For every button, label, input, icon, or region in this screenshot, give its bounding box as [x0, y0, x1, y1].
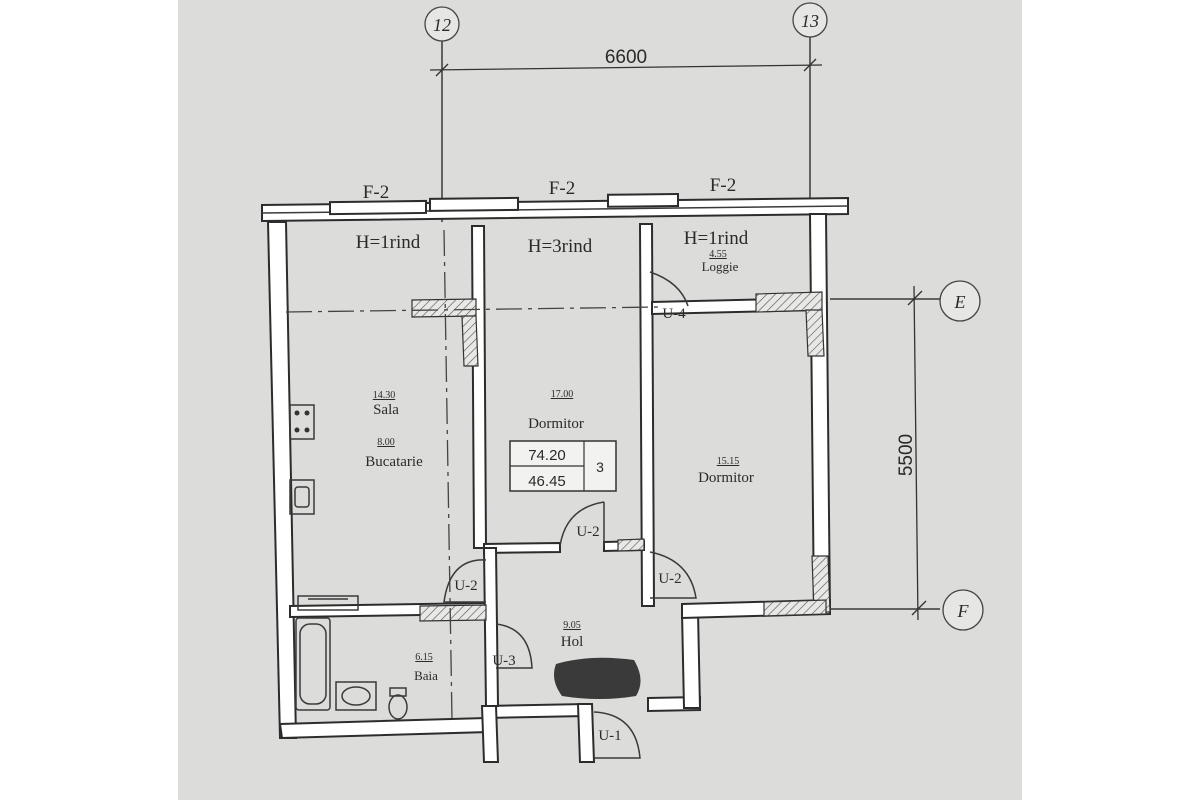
loggie-name: Loggie	[702, 259, 739, 274]
stove-icon	[289, 404, 315, 440]
bath-right-wall	[482, 547, 500, 707]
column-hatch-7	[419, 604, 487, 622]
column-hatch-4	[805, 309, 825, 357]
column-hatch-2	[461, 315, 479, 367]
axis-12-dash	[443, 229, 453, 721]
wall-dormitor-dormitor	[638, 223, 656, 607]
right-dimension-text: 5500	[896, 434, 917, 476]
axis-bubble-12: 12	[424, 6, 460, 42]
door-swing-sala	[443, 559, 487, 603]
column-hatch-8	[617, 538, 645, 552]
dormitor2-name: Dormitor	[698, 470, 754, 486]
baia-area: 6.15	[415, 652, 433, 663]
window-label-middle: F-2	[549, 178, 575, 199]
bucatarie-name: Bucatarie	[365, 454, 423, 470]
bucatarie-area: 8.00	[377, 437, 395, 448]
hall-right-wall	[680, 611, 702, 709]
dormitor2-area: 15.15	[717, 456, 740, 467]
summary-rooms-count: 3	[596, 459, 604, 475]
door-swing-baia	[495, 623, 533, 669]
door-u2-sala: U-2	[454, 578, 477, 594]
top-wall	[261, 192, 849, 223]
door-swing-dormitor1	[559, 501, 605, 547]
column-hatch-3	[755, 291, 823, 313]
axis-bubble-13: 13	[792, 2, 828, 38]
axis-bubble-f: F	[942, 589, 984, 631]
dormitor1-area: 17.00	[551, 389, 574, 400]
entrance-wall-right	[576, 703, 596, 763]
column-hatch-5	[811, 555, 831, 613]
dormitor1-name: Dormitor	[528, 416, 584, 432]
axis-label-e: E	[954, 292, 966, 312]
wall-sala-dormitor	[470, 225, 488, 549]
hol-area: 9.05	[563, 620, 581, 631]
entrance-wall-left	[480, 705, 500, 763]
height-label-middle: H=3rind	[528, 236, 593, 257]
washing-machine-icon	[297, 595, 359, 611]
sala-name: Sala	[373, 402, 399, 418]
window-label-left: F-2	[363, 182, 389, 203]
summary-box: 74.20 46.45 3	[509, 440, 617, 492]
height-label-right: H=1rind	[684, 228, 749, 249]
bottom-wall-left	[278, 716, 490, 740]
axis-label-12: 12	[433, 15, 451, 35]
door-swing-dormitor2	[649, 551, 697, 599]
axis-label-13: 13	[801, 11, 819, 31]
axis-label-f: F	[957, 601, 970, 621]
toilet-icon	[388, 687, 408, 720]
summary-living-area: 46.45	[528, 473, 566, 490]
kitchen-sink-icon	[289, 479, 315, 515]
hol-name: Hol	[561, 634, 584, 650]
column-hatch-1	[411, 298, 477, 318]
door-u3: U-3	[492, 653, 515, 669]
bottom-wall-middle	[485, 702, 587, 720]
top-dimension-text: 6600	[605, 47, 647, 68]
door-u4: U-4	[662, 306, 686, 322]
loggie-door-swing	[649, 271, 689, 307]
height-label-left: H=1rind	[356, 232, 421, 253]
redaction-blob	[554, 657, 641, 699]
sala-area: 14.30	[373, 390, 396, 401]
window-label-right: F-2	[710, 175, 736, 196]
door-u1: U-1	[598, 728, 621, 744]
bathtub-icon	[295, 617, 331, 711]
door-u2-dormitor: U-2	[576, 524, 599, 540]
summary-total-area: 74.20	[528, 447, 566, 464]
door-u2-dormitor2: U-2	[658, 571, 681, 587]
loggie-area: 4.55	[709, 249, 727, 260]
right-dimension: 5500	[896, 285, 927, 621]
baia-name: Baia	[414, 668, 438, 683]
door-swing-entrance	[593, 711, 641, 759]
right-wall	[808, 213, 832, 615]
top-dimension: 6600	[429, 47, 823, 77]
column-hatch-6	[763, 599, 827, 617]
axis-bubble-e: E	[939, 280, 981, 322]
washbasin-icon	[335, 681, 377, 711]
axis-e-dash	[285, 306, 661, 313]
